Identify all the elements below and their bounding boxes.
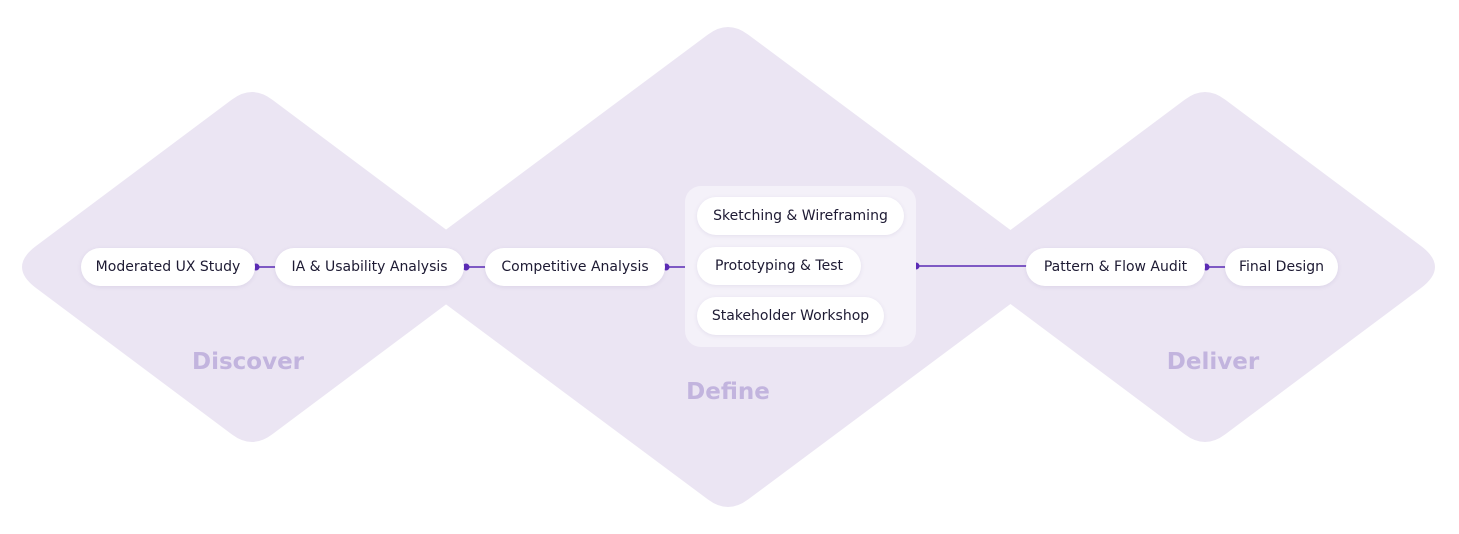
phase-label-define: Define bbox=[686, 379, 770, 405]
step-stakeholder-workshop[interactable]: Stakeholder Workshop bbox=[697, 297, 884, 335]
step-competitive-analysis[interactable]: Competitive Analysis bbox=[485, 248, 665, 286]
step-final-design[interactable]: Final Design bbox=[1225, 248, 1338, 286]
phase-label-discover: Discover bbox=[191, 349, 305, 375]
step-sketching-wireframing[interactable]: Sketching & Wireframing bbox=[697, 197, 904, 235]
step-pattern-flow-audit[interactable]: Pattern & Flow Audit bbox=[1026, 248, 1205, 286]
step-prototyping-test[interactable]: Prototyping & Test bbox=[697, 247, 861, 285]
phase-label-deliver: Deliver bbox=[1166, 349, 1260, 375]
step-ia-usability-analysis[interactable]: IA & Usability Analysis bbox=[275, 248, 464, 286]
step-moderated-ux-study[interactable]: Moderated UX Study bbox=[81, 248, 255, 286]
connector-dot bbox=[462, 263, 470, 271]
